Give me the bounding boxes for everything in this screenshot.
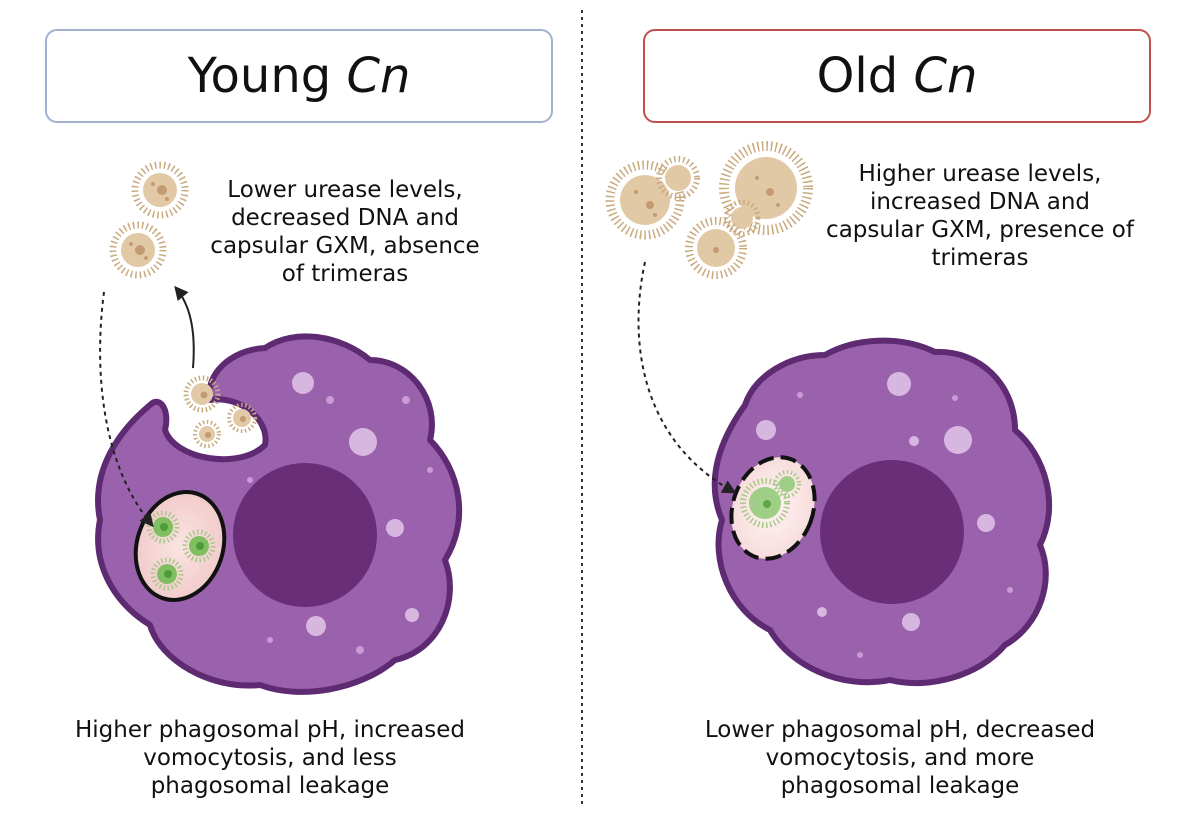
old-cn-title-box: Old Cn [643,29,1151,123]
young-macrophage [95,333,463,695]
engulfed-yeast [182,529,216,563]
caption-line: of trimeras [281,261,409,287]
caption-line: trimeras [931,245,1029,271]
engulfed-yeast [146,510,180,544]
engulfed-yeast [150,557,184,591]
yeast-cell [605,156,700,240]
caption-line: Lower urease levels, [227,177,463,203]
yeast-cell [183,375,221,413]
caption-line: phagosomal leakage [780,773,1020,799]
phagocytosis-arrow [99,291,154,528]
caption-line: decreased DNA and [231,205,459,231]
young-nucleus [233,463,377,607]
caption-line: vomocytosis, and less [143,745,397,771]
old-phagosome [729,455,817,561]
caption-line: capsular GXM, absence [210,233,480,259]
caption-line: Lower phagosomal pH, decreased [704,717,1096,743]
old-cn-title: Old Cn [816,48,978,104]
yeast-cell [685,141,813,279]
vomocytosis-arrow [174,285,195,369]
old-phagosome-caption: Lower phagosomal pH, decreased vomocytos… [680,716,1120,800]
young-phagosome-caption: Higher phagosomal pH, increased vomocyto… [60,716,480,800]
yeast-cell [109,221,167,279]
yeast-cell [193,420,221,448]
old-traits-caption: Higher urease levels, increased DNA and … [800,160,1160,272]
young-cn-title: Young Cn [187,48,411,104]
young-traits-caption: Lower urease levels, decreased DNA and c… [180,176,510,288]
old-nucleus [820,460,964,604]
yeast-cell [131,161,189,219]
caption-line: capsular GXM, presence of [826,217,1134,243]
young-cn-title-box: Young Cn [45,29,553,123]
caption-line: phagosomal leakage [150,773,390,799]
young-phagosome [133,490,227,602]
caption-line: increased DNA and [869,189,1091,215]
engulfed-titan-cell [740,470,801,528]
old-macrophage [711,337,1053,686]
caption-line: Higher phagosomal pH, increased [74,717,466,743]
caption-line: vomocytosis, and more [765,745,1035,771]
yeast-cell [227,403,257,433]
caption-line: Higher urease levels, [858,161,1102,187]
phagocytosis-arrow [637,261,737,494]
